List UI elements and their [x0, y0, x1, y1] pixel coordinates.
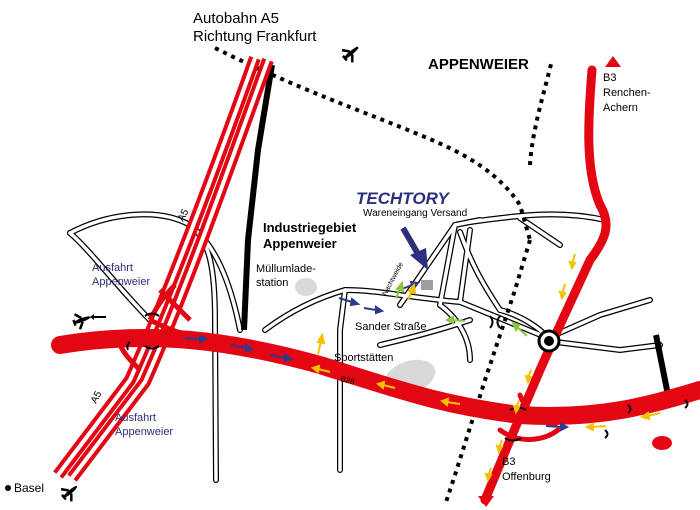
airplane-icon-south	[60, 486, 78, 502]
a5-autobahn	[53, 55, 274, 482]
basel-dot	[5, 485, 11, 491]
autobahn-label-1: Autobahn A5	[193, 10, 279, 27]
ausfahrt-bottom-label-1: Ausfahrt	[115, 412, 156, 424]
side-road-east	[653, 334, 671, 396]
airplane-icon-north	[341, 46, 359, 63]
a5-label-top: A5	[176, 207, 192, 223]
appenweier-label: APPENWEIER	[428, 56, 529, 73]
techtory-building	[421, 280, 433, 290]
autobahn-label-2: Richtung Frankfurt	[193, 28, 317, 45]
b28-road	[51, 328, 700, 425]
b3-red-marker	[652, 436, 672, 450]
techtory-location-arrow	[400, 226, 428, 270]
muell-label-1: Müllumlade-	[256, 263, 316, 275]
railway-lines	[214, 46, 554, 506]
a5-ramps	[117, 283, 192, 372]
landfill-area	[295, 278, 317, 296]
landfill-access-road	[241, 64, 275, 331]
muell-label-2: station	[256, 277, 288, 289]
triangle-arrow-icon-north	[605, 56, 621, 67]
wareneingang-label: Wareneingang Versand	[363, 208, 467, 219]
techtory-logo: TECHTORY	[356, 189, 451, 208]
a5-label-bottom: A5	[89, 389, 105, 405]
airplane-icon-west	[72, 313, 91, 330]
basel-label: Basel	[14, 481, 44, 495]
b3-south-label-2: Offenburg	[502, 471, 551, 483]
ausfahrt-bottom-label-2: Appenweier	[115, 426, 173, 438]
b3-north-label-2: Renchen-	[603, 87, 651, 99]
industriegebiet-label-2: Appenweier	[263, 236, 337, 251]
route-arrows	[184, 253, 661, 483]
industriegebiet-label-1: Industriegebiet	[263, 220, 357, 235]
b3-road	[480, 65, 611, 505]
airplane-arrow-west	[90, 314, 106, 320]
triangle-arrow-icon-south	[478, 496, 494, 507]
ausfahrt-top-label-2: Appenweier	[92, 276, 150, 288]
roundabout-icon	[537, 329, 561, 353]
sander-strasse-label: Sander Straße	[355, 321, 427, 333]
sportstaetten-label: Sportstätten	[334, 352, 393, 364]
b28-label: B28	[339, 374, 356, 387]
ausfahrt-top-label-1: Ausfahrt	[92, 262, 133, 274]
b3-north-label-1: B3	[603, 72, 616, 84]
b3-south-label-1: B3	[502, 456, 515, 468]
b3-north-label-3: Achern	[603, 102, 638, 114]
